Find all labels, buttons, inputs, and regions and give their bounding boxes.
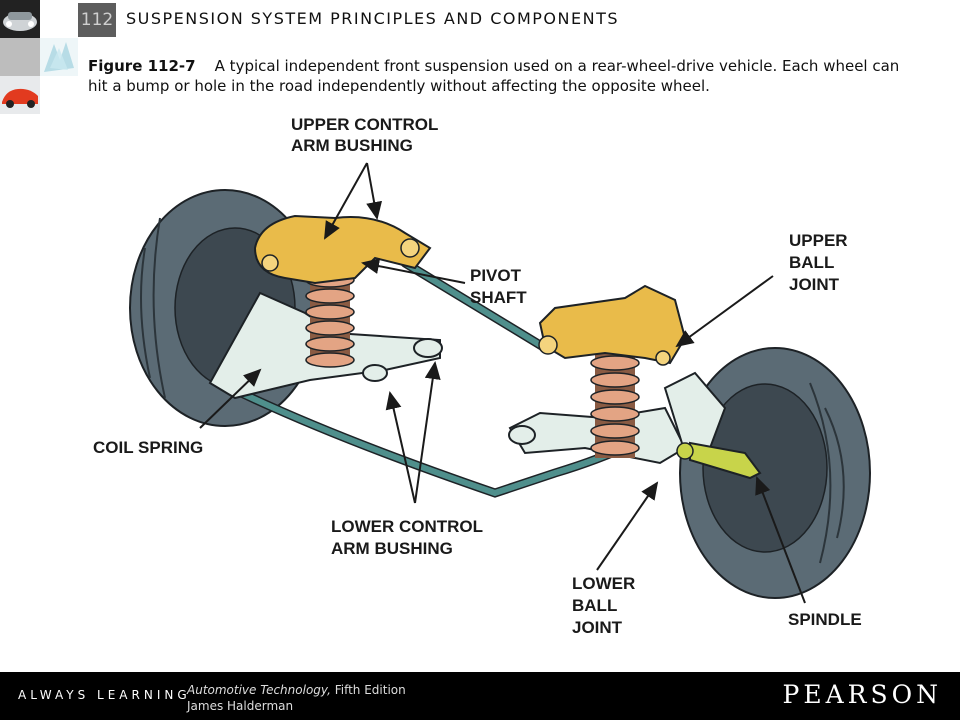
right-coil-spring [590, 353, 640, 458]
label-pivot-shaft-line1: PIVOT [470, 266, 522, 285]
book-author: James Halderman [187, 699, 294, 713]
chapter-number: 112 [78, 3, 116, 37]
footer-tagline: ALWAYS LEARNING [18, 688, 191, 702]
leader-arrows [199, 162, 806, 604]
suspension-diagram: UPPER CONTROL ARM BUSHING PIVOT SHAFT UP… [93, 115, 871, 637]
figure-caption: Figure 112-7 A typical independent front… [88, 56, 908, 96]
thumbnail-strip [0, 0, 40, 114]
label-upper-ball-joint-line3: JOINT [789, 275, 840, 294]
left-upper-control-arm [253, 214, 432, 285]
red-car-thumbnail [0, 76, 40, 114]
label-upper-control-arm-bushing-line2: ARM BUSHING [291, 136, 413, 155]
label-lower-ball-joint-line2: BALL [572, 596, 617, 615]
right-upper-control-arm [538, 284, 687, 366]
right-tire [679, 347, 871, 599]
book-edition: Fifth Edition [330, 683, 406, 697]
spindle [676, 441, 762, 480]
left-coil-spring [305, 272, 355, 368]
label-coil-spring: COIL SPRING [93, 438, 203, 457]
label-lower-ball-joint-line3: JOINT [572, 618, 623, 637]
figure-caption-text: A typical independent front suspension u… [88, 57, 900, 95]
publisher-logo: PEARSON [782, 680, 942, 709]
label-spindle: SPINDLE [788, 610, 862, 629]
label-upper-ball-joint-line2: BALL [789, 253, 834, 272]
figure-label: Figure 112-7 [88, 57, 196, 75]
decorative-crystal-icon [40, 38, 78, 76]
label-upper-ball-joint-line1: UPPER [789, 231, 848, 250]
gray-thumbnail [0, 38, 40, 76]
label-upper-control-arm-bushing-line1: UPPER CONTROL [291, 115, 438, 134]
book-credit: Automotive Technology, Fifth Edition Jam… [187, 682, 406, 714]
label-lower-control-arm-bushing-line1: LOWER CONTROL [331, 517, 483, 536]
car-front-thumbnail [0, 0, 40, 38]
label-lower-control-arm-bushing-line2: ARM BUSHING [331, 539, 453, 558]
label-lower-ball-joint-line1: LOWER [572, 574, 635, 593]
book-title: Automotive Technology, [187, 683, 331, 697]
label-pivot-shaft-line2: SHAFT [470, 288, 527, 307]
chapter-title: SUSPENSION SYSTEM PRINCIPLES AND COMPONE… [126, 9, 619, 28]
footer-bar: ALWAYS LEARNING Automotive Technology, F… [0, 672, 960, 720]
